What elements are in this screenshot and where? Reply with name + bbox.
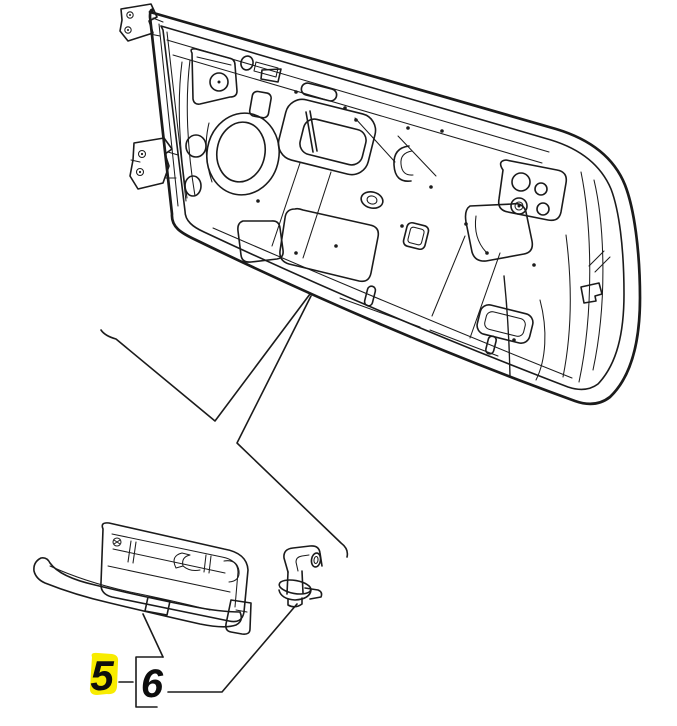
handle-lever	[33, 557, 243, 628]
part5-highlight	[89, 652, 119, 695]
panel-cutouts	[178, 48, 611, 381]
regulator-round-opening	[206, 112, 280, 196]
lock-notch	[580, 282, 603, 304]
part5-label: 5	[90, 652, 114, 699]
bolt-dots	[256, 90, 536, 342]
hinge-upper	[119, 3, 164, 42]
handle-backplate	[100, 522, 249, 623]
upper-left-opening	[190, 48, 238, 105]
door-handle-drawing	[33, 522, 252, 658]
leader-line-left	[100, 293, 311, 422]
leader-lines	[100, 293, 349, 558]
center-opening	[277, 98, 377, 176]
regulator-mount-cluster	[497, 159, 568, 222]
group-bracket	[135, 656, 164, 708]
hinge-lower	[129, 137, 179, 190]
latch-reference-line	[503, 275, 511, 377]
door-inner-outline	[160, 25, 625, 391]
handle-leader-line	[142, 613, 164, 658]
right-opening	[464, 202, 534, 262]
callout-group: 5 6	[89, 652, 164, 708]
mounting-clip-drawing	[167, 545, 323, 693]
door-panel-drawing	[119, 3, 642, 406]
lower-center-opening	[279, 207, 380, 283]
door-outline	[148, 8, 642, 406]
leader-line-right	[236, 295, 349, 558]
part6-label: 6	[141, 662, 164, 706]
clip-leader-line	[167, 603, 298, 693]
